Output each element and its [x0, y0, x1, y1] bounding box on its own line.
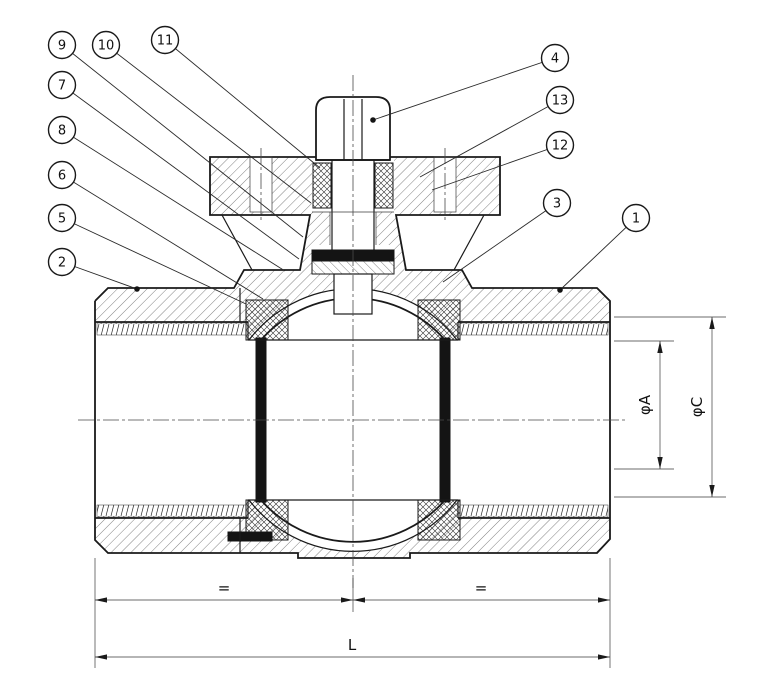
stem-hex-nut [315, 96, 391, 161]
dimension-length: L [95, 636, 610, 660]
callout-number-5: 5 [58, 212, 66, 227]
leader-dot-4 [370, 117, 376, 123]
callout-balloon-5: 5 [47, 203, 77, 233]
callout-number-11: 11 [157, 34, 174, 49]
gusset-left [221, 214, 253, 271]
arrow-halves-center-l [341, 597, 353, 603]
leader-3 [442, 202, 558, 283]
arrow-a-top [657, 341, 663, 353]
ball-bottom-arc [260, 499, 446, 543]
packing-left [312, 162, 332, 209]
callout-number-10: 10 [98, 39, 115, 54]
leader-5 [61, 217, 247, 305]
label-phi-a: φA [636, 394, 654, 415]
callout-balloon-1: 1 [621, 203, 651, 233]
callout-number-8: 8 [58, 124, 66, 139]
dimension-phi-a: φA [614, 340, 674, 470]
dimension-phi-c: φC [614, 316, 726, 498]
arrow-c-top [709, 317, 715, 329]
label-length: L [348, 636, 357, 654]
callout-balloons: 1 2 3 4 5 6 7 8 [47, 25, 651, 277]
label-equal-right: = [475, 579, 488, 597]
leader-1 [559, 217, 637, 291]
arrow-halves-left [95, 597, 107, 603]
label-equal-left: = [218, 579, 231, 597]
callout-balloon-9: 9 [47, 30, 77, 60]
callout-balloon-11: 11 [150, 25, 180, 55]
gusset-right [453, 214, 485, 271]
callout-balloon-3: 3 [542, 188, 572, 218]
centerlines [78, 75, 628, 588]
packing-right [374, 162, 394, 209]
callout-number-13: 13 [552, 94, 569, 109]
callout-balloon-13: 13 [545, 85, 575, 115]
leader-dot-1 [557, 287, 563, 293]
leader-dot-2 [134, 286, 140, 292]
callout-number-7: 7 [58, 79, 66, 94]
callout-leaders [61, 39, 637, 305]
leader-11 [164, 39, 321, 169]
callout-number-2: 2 [58, 256, 66, 271]
callout-balloon-7: 7 [47, 70, 77, 100]
callout-balloon-10: 10 [91, 30, 121, 60]
arrow-halves-right [598, 597, 610, 603]
arrow-halves-center-r [353, 597, 365, 603]
right-thread-bottom [459, 504, 609, 518]
leader-8 [61, 129, 286, 272]
body-outlines [94, 156, 611, 559]
left-thread-top [96, 322, 247, 336]
port-threads [96, 322, 609, 518]
callout-balloon-6: 6 [47, 160, 77, 190]
bores-and-cavities [95, 157, 610, 551]
arrow-c-bottom [709, 485, 715, 497]
callout-number-3: 3 [553, 197, 561, 212]
leader-4 [372, 57, 556, 121]
callout-balloon-12: 12 [545, 130, 575, 160]
arrow-length-left [95, 654, 107, 660]
leader-6 [61, 174, 264, 300]
callout-number-4: 4 [551, 52, 559, 67]
callout-number-12: 12 [552, 139, 569, 154]
leader-12 [431, 144, 561, 191]
leader-13 [419, 99, 561, 178]
silhouette-right [94, 156, 611, 559]
leader-10 [105, 44, 312, 204]
leader-7 [61, 84, 300, 260]
left-thread-bottom [96, 504, 247, 518]
right-thread-top [459, 322, 609, 336]
arrow-a-bottom [657, 457, 663, 469]
callout-balloon-4: 4 [540, 43, 570, 73]
leader-9 [61, 44, 304, 238]
arrow-length-right [598, 654, 610, 660]
body-seal [227, 531, 273, 542]
callout-number-6: 6 [58, 169, 66, 184]
silhouette-left [94, 156, 316, 302]
label-phi-c: φC [688, 397, 706, 417]
callout-number-1: 1 [632, 212, 640, 227]
callout-balloon-8: 8 [47, 115, 77, 145]
dimension-equal-halves: = = [94, 558, 611, 668]
callout-number-9: 9 [58, 39, 66, 54]
callout-balloon-2: 2 [47, 247, 77, 277]
